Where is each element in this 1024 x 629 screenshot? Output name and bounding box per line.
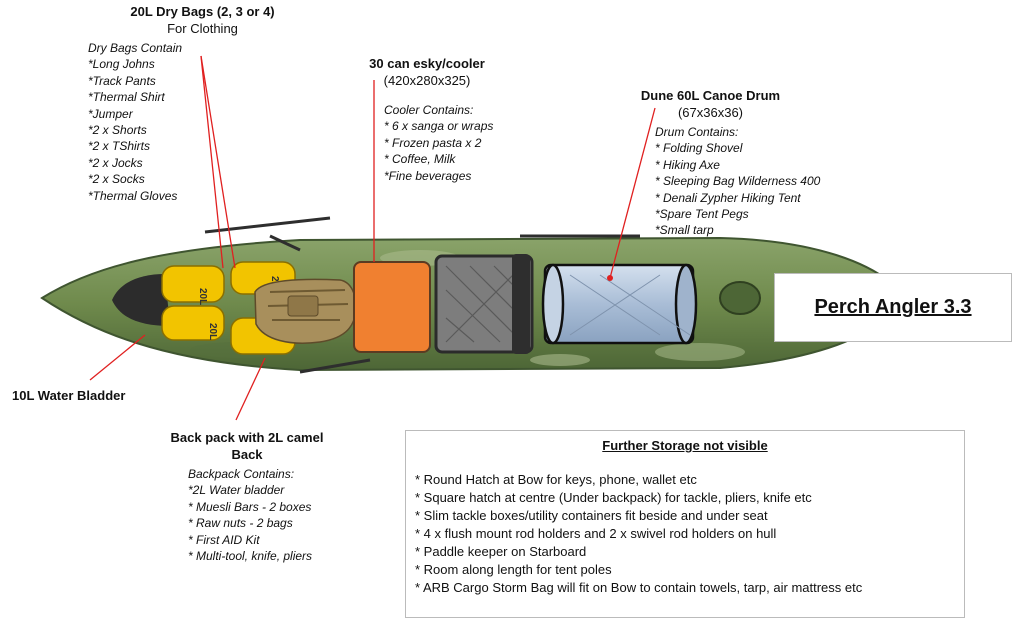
list-item: * Frozen pasta x 2 [384, 135, 482, 150]
drum-contents: Drum Contains: * Folding Shovel * Hiking… [655, 124, 820, 239]
cooler-dims: (420x280x325) [383, 73, 471, 88]
list-item: *2 x TShirts [88, 139, 151, 154]
list-item: * Square hatch at centre (Under backpack… [415, 490, 812, 505]
backpack-list: *2L Water bladder * Muesli Bars - 2 boxe… [188, 482, 312, 564]
drum-title: Dune 60L Canoe Drum [640, 88, 781, 103]
list-item: *2 x Socks [88, 172, 145, 187]
list-item: * Slim tackle boxes/utility containers f… [415, 508, 768, 523]
cooler-box [353, 261, 431, 353]
dry-bag [161, 305, 225, 341]
dry-bags-contents: Dry Bags Contain *Long Johns *Track Pant… [88, 40, 182, 204]
pointer-lines [89, 55, 656, 421]
backpack-contents-heading: Backpack Contains: [188, 467, 295, 481]
backpack-title-line1: Back pack with 2L camel [170, 430, 324, 445]
drum-dims: (67x36x36) [677, 105, 744, 120]
canoe-drum [541, 263, 698, 345]
list-item: * Muesli Bars - 2 boxes [188, 499, 312, 514]
list-item: *Thermal Shirt [88, 90, 165, 105]
water-bladder-label: 10L Water Bladder [12, 388, 126, 403]
list-item: * Sleeping Bag Wilderness 400 [655, 174, 821, 189]
dry-bag [161, 265, 225, 303]
kayak-model-box: Perch Angler 3.3 [774, 273, 1012, 342]
dry-bag-label: 20L [197, 288, 208, 305]
dry-bags-group: 20L 20L 20L [161, 261, 296, 355]
list-item: * Folding Shovel [655, 141, 743, 156]
backpack-title-line2: Back [231, 447, 263, 462]
list-item: *2L Water bladder [188, 483, 285, 498]
cooler-contents-heading: Cooler Contains: [384, 103, 474, 117]
list-item: * ARB Cargo Storm Bag will fit on Bow to… [415, 580, 863, 595]
cooler-contents: Cooler Contains: * 6 x sanga or wraps * … [384, 102, 493, 184]
further-storage-heading: Further Storage not visible [602, 438, 768, 453]
pointer-backpack [235, 357, 266, 421]
list-item: *Track Pants [88, 73, 156, 88]
list-item: * Hiking Axe [655, 157, 720, 172]
list-item: * Denali Zypher Hiking Tent [655, 190, 801, 205]
list-item: *Jumper [88, 106, 133, 121]
list-item: * Multi-tool, knife, pliers [188, 549, 313, 564]
list-item: * Raw nuts - 2 bags [188, 516, 293, 531]
dry-bags-list: *Long Johns *Track Pants *Thermal Shirt … [88, 56, 182, 204]
list-item: *Long Johns [88, 57, 155, 72]
further-storage-list: * Round Hatch at Bow for keys, phone, wa… [415, 471, 964, 597]
list-item: * 4 x flush mount rod holders and 2 x sw… [415, 526, 777, 541]
dry-bags-contents-heading: Dry Bags Contain [88, 41, 183, 55]
list-item: * Paddle keeper on Starboard [415, 544, 587, 559]
dry-bags-title: 20L Dry Bags (2, 3 or 4) [130, 4, 275, 19]
list-item: *Fine beverages [384, 168, 472, 183]
dry-bags-subtitle: For Clothing [167, 21, 238, 36]
list-item: * Coffee, Milk [384, 152, 456, 167]
further-storage-box: Further Storage not visible * Round Hatc… [405, 430, 965, 618]
backpack-contents: Backpack Contains: *2L Water bladder * M… [188, 466, 312, 564]
kayak-seat [434, 254, 534, 354]
backpack-callout: Back pack with 2L camel Back [166, 430, 328, 462]
drum-list: * Folding Shovel * Hiking Axe * Sleeping… [655, 140, 820, 238]
dry-bag-label: 20L [207, 323, 218, 340]
list-item: *Thermal Gloves [88, 188, 178, 203]
list-item: * 6 x sanga or wraps [384, 119, 494, 134]
drum-contents-heading: Drum Contains: [655, 125, 739, 139]
list-item: *2 x Jocks [88, 155, 143, 170]
pointer-dry-bags-1 [200, 55, 236, 269]
backpack [254, 278, 357, 344]
list-item: * Round Hatch at Bow for keys, phone, wa… [415, 472, 697, 487]
pointer-dry-bags-2 [200, 55, 224, 269]
cooler-callout: 30 can esky/cooler (420x280x325) [352, 56, 502, 88]
cooler-title: 30 can esky/cooler [369, 56, 485, 71]
list-item: *Small tarp [655, 223, 714, 238]
kayak-model-title: Perch Angler 3.3 [814, 296, 972, 318]
list-item: * Room along length for tent poles [415, 562, 612, 577]
list-item: * First AID Kit [188, 532, 260, 547]
pointer-water-bladder [89, 334, 146, 381]
cooler-list: * 6 x sanga or wraps * Frozen pasta x 2 … [384, 118, 493, 184]
pointer-drum [609, 107, 656, 279]
water-bladder-well [112, 274, 170, 326]
drum-callout: Dune 60L Canoe Drum (67x36x36) [628, 88, 793, 120]
list-item: *2 x Shorts [88, 123, 147, 138]
list-item: *Spare Tent Pegs [655, 207, 749, 222]
dry-bags-callout: 20L Dry Bags (2, 3 or 4) For Clothing [110, 4, 295, 36]
